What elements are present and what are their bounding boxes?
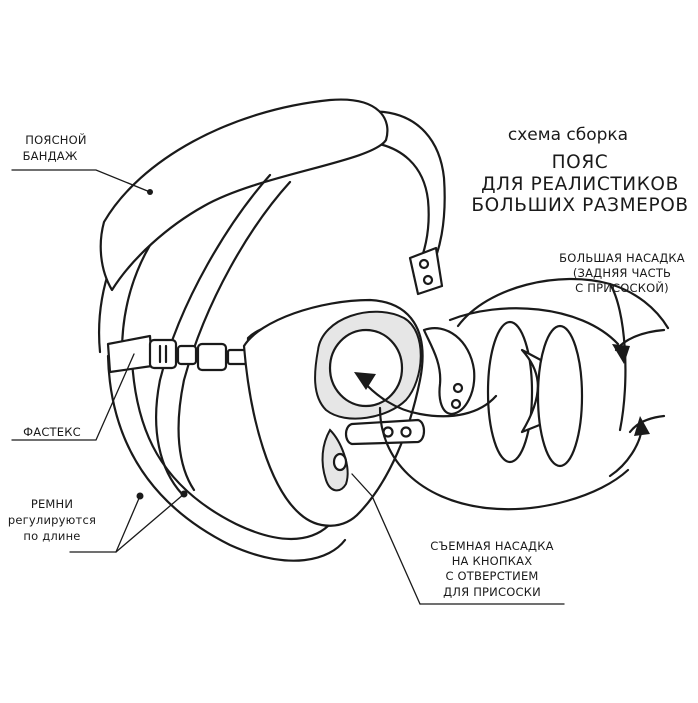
attachment-hole [328, 328, 404, 408]
leg-strap-outer [106, 354, 347, 562]
svg-text:(ЗАДНЯЯ ЧАСТЬ: (ЗАДНЯЯ ЧАСТЬ [573, 266, 671, 280]
big-attachment-body [456, 277, 670, 330]
diagram-title: схема сборка ПОЯС ДЛЯ РЕАЛИСТИКОВ БОЛЬШИ… [471, 125, 688, 216]
svg-text:ДЛЯ ПРИСОСКИ: ДЛЯ ПРИСОСКИ [443, 585, 541, 599]
label-big-attachment: БОЛЬШАЯ НАСАДКА (ЗАДНЯЯ ЧАСТЬ С ПРИСОСКО… [559, 251, 685, 295]
svg-text:ФАСТЕКС: ФАСТЕКС [23, 425, 81, 439]
svg-text:РЕМНИ: РЕМНИ [31, 497, 73, 511]
svg-text:регулируются: регулируются [8, 513, 96, 527]
leg-strap-inner [130, 358, 334, 541]
arrow-top-path [448, 307, 620, 346]
harness-belt [98, 98, 476, 562]
ring-side-tab [422, 327, 476, 416]
label-straps: РЕМНИ регулируются по длине [8, 497, 96, 543]
leader-fastex [11, 353, 135, 441]
title-line-4: БОЛЬШИХ РАЗМЕРОВ [471, 195, 688, 216]
fastex-buckle[interactable] [106, 334, 250, 374]
svg-text:БОЛЬШАЯ НАСАДКА: БОЛЬШАЯ НАСАДКА [559, 251, 685, 265]
suction-cup-disc [486, 320, 534, 464]
label-removable-attachment: СЪЕМНАЯ НАСАДКА НА КНОПКАХ С ОТВЕРСТИЕМ … [430, 539, 553, 599]
leader-waist-bandage [11, 169, 151, 193]
svg-text:БАНДАЖ: БАНДАЖ [23, 149, 78, 163]
label-waist-bandage: ПОЯСНОЙ БАНДАЖ [23, 132, 87, 163]
suction-cup-back [536, 324, 584, 468]
arrow-insert-path [360, 378, 498, 418]
label-fastex: ФАСТЕКС [23, 425, 81, 439]
top-connector-tab [408, 246, 444, 296]
arrow-top-head [612, 344, 630, 364]
title-line-3: ДЛЯ РЕАЛИСТИКОВ [481, 174, 679, 195]
assembly-arrows [354, 307, 650, 478]
leader-removable [351, 473, 421, 605]
leader-straps-2 [115, 493, 185, 553]
arrow-bottom-head [634, 416, 650, 436]
svg-text:НА КНОПКАХ: НА КНОПКАХ [452, 554, 533, 568]
title-line-2: ПОЯС [552, 152, 609, 173]
big-attachment [378, 277, 670, 511]
svg-text:С ОТВЕРСТИЕМ: С ОТВЕРСТИЕМ [445, 569, 538, 583]
big-attachment-base [378, 406, 630, 511]
title-line-1: схема сборка [508, 125, 628, 145]
svg-text:по длине: по длине [23, 529, 80, 543]
svg-text:СЪЕМНАЯ НАСАДКА: СЪЕМНАЯ НАСАДКА [430, 539, 553, 553]
waist-bandage-pad [99, 98, 389, 292]
arrow-insert-head [354, 372, 376, 390]
svg-text:С ПРИСОСКОЙ): С ПРИСОСКОЙ) [575, 280, 669, 295]
svg-text:ПОЯСНОЙ: ПОЯСНОЙ [25, 132, 86, 147]
leader-lines [11, 169, 565, 605]
